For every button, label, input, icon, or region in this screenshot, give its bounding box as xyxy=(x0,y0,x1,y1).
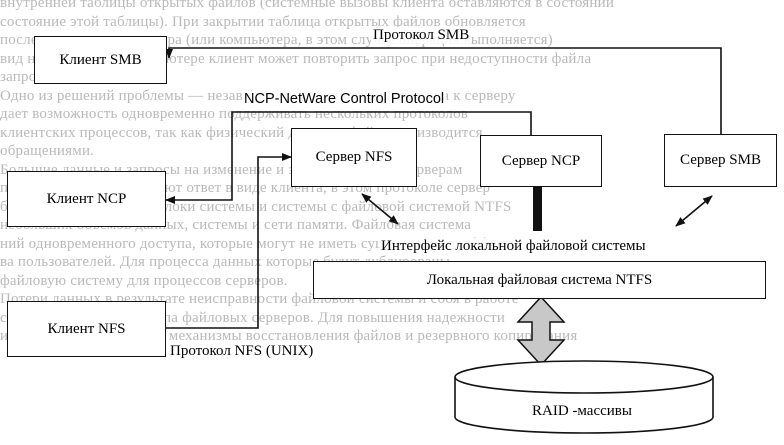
raid-disk-icon xyxy=(454,360,714,434)
local-fs-box: Локальная файловая система NTFS xyxy=(313,261,766,299)
nfs-server-box: Сервер NFS xyxy=(291,128,417,187)
nfs-client-box: Клиент NFS xyxy=(7,301,166,357)
bg-line: файловую систему для процессов серверов. xyxy=(0,272,288,289)
smb-client-box: Клиент SMB xyxy=(34,36,167,84)
ncp-client-box: Клиент NCP xyxy=(7,171,166,227)
box-label: Клиент NCP xyxy=(46,190,127,207)
ntfs-raid-double-arrow xyxy=(516,295,566,367)
nfs-connector xyxy=(166,153,292,329)
box-label: Клиент SMB xyxy=(59,51,142,68)
box-label: Локальная файловая система NTFS xyxy=(426,271,653,288)
smb-server-box: Сервер SMB xyxy=(664,134,777,187)
box-label: Сервер NCP xyxy=(501,152,581,169)
box-label: Клиент NFS xyxy=(47,320,126,337)
bg-line: дает возможность одновременно поддержива… xyxy=(0,106,469,122)
fs-interface-label: Интерфейс локальной файловой системы xyxy=(379,238,648,255)
box-label: Сервер SMB xyxy=(680,152,761,168)
ncp-connector xyxy=(165,111,532,204)
bg-line: состояние этой таблицы). При закрытии та… xyxy=(0,13,526,30)
smb-interface-arrow xyxy=(675,195,713,227)
bg-line: обращениями. xyxy=(0,143,95,159)
smb-connector xyxy=(165,47,722,134)
raid-label: RAID -массивы xyxy=(532,403,632,419)
nfs-interface-arrow xyxy=(361,193,399,225)
bg-line: внутренней таблицы открытых файлов (сист… xyxy=(0,0,615,11)
box-label: Сервер NFS xyxy=(315,149,393,165)
smb-protocol-label: Протокол SMB xyxy=(371,27,472,44)
ncp-interface-bar xyxy=(533,187,542,231)
ncp-protocol-label: NCP-NetWare Control Protocol xyxy=(242,91,447,107)
ncp-server-box: Сервер NCP xyxy=(480,135,602,187)
nfs-protocol-label: Протокол NFS (UNIX) xyxy=(168,343,316,360)
